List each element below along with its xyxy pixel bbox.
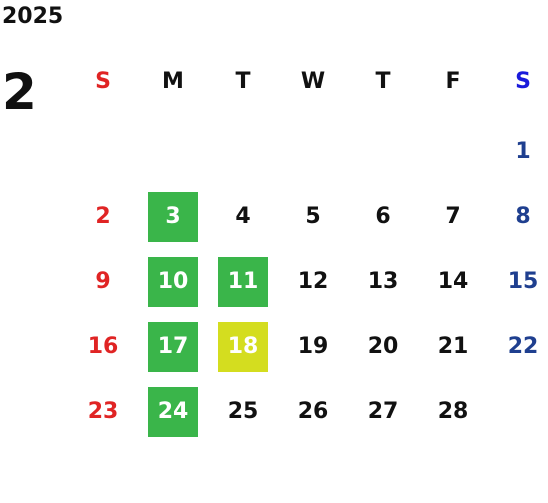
day-number: 12 [297,269,329,294]
day-number: 28 [437,399,469,424]
day-number: 25 [227,399,259,424]
month-label: 2 [2,63,37,121]
day-cell[interactable]: 22 [488,322,548,387]
day-number: 17 [148,322,198,372]
day-number: 10 [148,257,198,307]
day-number: 1 [515,139,531,164]
weekday-header: W [300,69,326,94]
day-number: 26 [297,399,329,424]
day-number: 23 [87,399,119,424]
day-cell[interactable]: 25 [208,387,278,452]
weekday-header: M [162,69,184,94]
weekday-header: T [235,69,251,94]
day-number: 3 [148,192,198,242]
weekday-header: F [445,69,461,94]
day-cell[interactable]: 19 [278,322,348,387]
day-number: 15 [507,269,539,294]
day-number: 22 [507,334,539,359]
day-cell[interactable]: 1 [488,127,548,192]
day-number: 9 [95,269,111,294]
day-number: 18 [218,322,268,372]
day-cell[interactable]: 17 [138,322,208,387]
day-cell[interactable]: 4 [208,192,278,257]
day-number: 19 [297,334,329,359]
day-cell[interactable]: 6 [348,192,418,257]
empty-cell [418,127,488,192]
day-cell[interactable]: 15 [488,257,548,322]
empty-cell [208,127,278,192]
day-number: 21 [437,334,469,359]
day-number: 24 [148,387,198,437]
day-number: 14 [437,269,469,294]
day-cell[interactable]: 27 [348,387,418,452]
day-cell[interactable]: 24 [138,387,208,452]
day-number: 8 [515,204,531,229]
day-cell[interactable]: 18 [208,322,278,387]
day-cell[interactable]: 13 [348,257,418,322]
empty-cell [348,127,418,192]
day-number: 2 [95,204,111,229]
day-cell[interactable]: 5 [278,192,348,257]
day-cell[interactable]: 9 [68,257,138,322]
year-label: 2025 [2,4,64,29]
day-number: 13 [367,269,399,294]
day-cell[interactable]: 7 [418,192,488,257]
weekday-header: T [375,69,391,94]
weekday-header: S [95,69,111,94]
empty-cell [138,127,208,192]
day-cell[interactable]: 12 [278,257,348,322]
empty-cell [278,127,348,192]
day-cell[interactable]: 28 [418,387,488,452]
weekday-header: S [515,69,531,94]
day-number: 6 [375,204,391,229]
day-number: 7 [445,204,461,229]
day-cell[interactable]: 10 [138,257,208,322]
day-cell[interactable]: 3 [138,192,208,257]
day-cell[interactable]: 8 [488,192,548,257]
day-cell[interactable]: 2 [68,192,138,257]
day-number: 11 [218,257,268,307]
day-cell[interactable]: 23 [68,387,138,452]
day-cell[interactable]: 26 [278,387,348,452]
day-cell[interactable]: 20 [348,322,418,387]
day-number: 5 [305,204,321,229]
day-cell[interactable]: 16 [68,322,138,387]
day-number: 27 [367,399,399,424]
day-cell[interactable]: 21 [418,322,488,387]
day-number: 16 [87,334,119,359]
empty-cell [68,127,138,192]
day-number: 20 [367,334,399,359]
day-cell[interactable]: 11 [208,257,278,322]
day-cell[interactable]: 14 [418,257,488,322]
day-number: 4 [235,204,251,229]
empty-cell [488,387,548,452]
